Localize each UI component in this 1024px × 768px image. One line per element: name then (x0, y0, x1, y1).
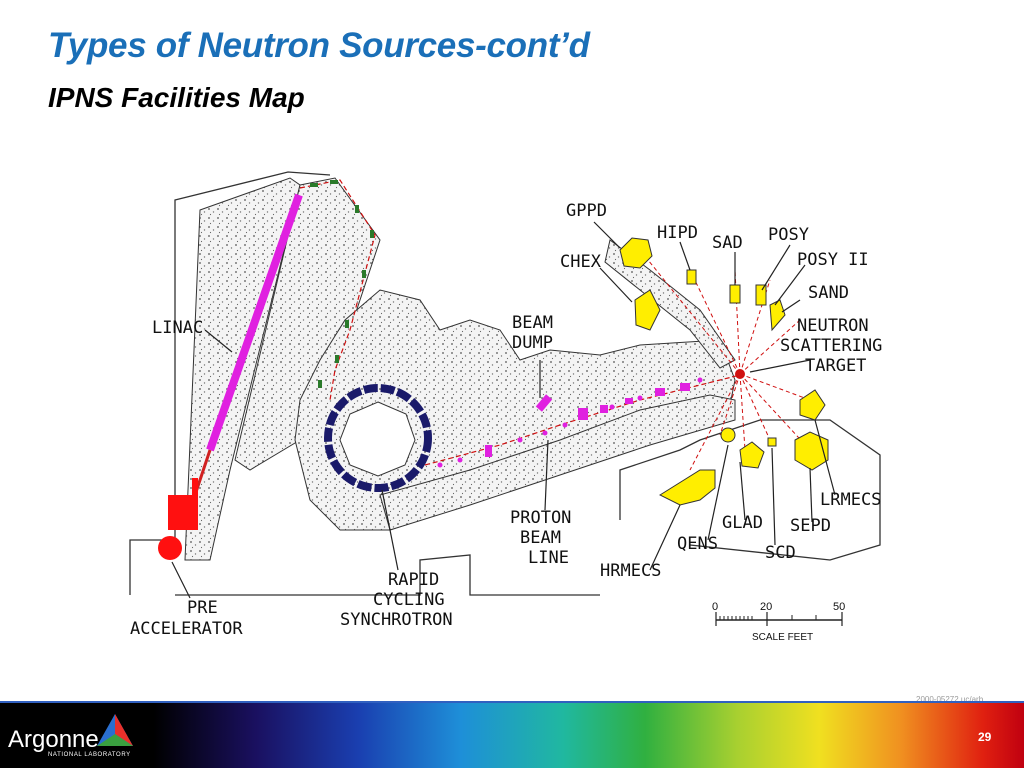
label-accelerator: ACCELERATOR (130, 619, 243, 639)
building-outline (129, 171, 881, 596)
label-proton-2: BEAM (520, 528, 561, 548)
label-cycling: CYCLING (373, 590, 445, 610)
footer-gradient-bar (0, 703, 1024, 768)
rapid-cycling-synchrotron-ring (324, 384, 432, 492)
argonne-logo-subtext: NATIONAL LABORATORY (48, 752, 131, 758)
label-glad: GLAD (722, 513, 763, 533)
footer-top-rule (0, 701, 1024, 704)
proton-beam-line-elements (437, 377, 703, 468)
scale-caption: SCALE FEET (752, 632, 813, 643)
label-synchrotron: SYNCHROTRON (340, 610, 453, 630)
label-pre: PRE (187, 598, 218, 618)
argonne-logo-text: Argonne (8, 726, 99, 753)
slide-subtitle: IPNS Facilities Map (48, 82, 305, 113)
label-chex: CHEX (560, 252, 602, 272)
label-proton-3: LINE (528, 548, 569, 568)
label-proton-1: PROTON (510, 508, 571, 528)
label-rapid: RAPID (388, 570, 439, 590)
ipns-facilities-map: GPPD HIPD SAD POSY POSY II CHEX SAND BEA… (129, 171, 882, 643)
label-beam-dump-2: DUMP (512, 333, 553, 353)
label-beam-dump-1: BEAM (512, 313, 553, 333)
document-code: 2000-05272 uc/arb (916, 695, 984, 704)
scale-tick-50: 50 (833, 601, 845, 613)
transport-magnets (310, 180, 374, 388)
label-sepd: SEPD (790, 516, 831, 536)
slide-title: Types of Neutron Sources-cont’d (48, 26, 590, 65)
scale-tick-20: 20 (760, 601, 772, 613)
label-target: TARGET (805, 356, 866, 376)
label-sand: SAND (808, 283, 849, 303)
map-labels: GPPD HIPD SAD POSY POSY II CHEX SAND BEA… (130, 201, 882, 639)
label-qens: QENS (677, 534, 718, 554)
label-neutron: NEUTRON (797, 316, 869, 336)
argonne-triangle-logo-icon (97, 714, 133, 746)
label-gppd: GPPD (566, 201, 607, 221)
scale-tick-0: 0 (712, 601, 718, 613)
neutron-target (735, 369, 745, 379)
label-hipd: HIPD (657, 223, 698, 243)
central-building (294, 239, 736, 531)
label-linac: LINAC (152, 318, 203, 338)
scale-bar: 0 20 50 SCALE FEET (712, 601, 845, 643)
label-lrmecs: LRMECS (820, 490, 881, 510)
label-hrmecs: HRMECS (600, 561, 661, 581)
label-scd: SCD (765, 543, 796, 563)
label-posy: POSY (768, 225, 809, 245)
page-number: 29 (978, 730, 992, 744)
instruments (619, 237, 829, 506)
label-sad: SAD (712, 233, 743, 253)
label-scattering: SCATTERING (780, 336, 882, 356)
leader-lines (171, 221, 836, 599)
pre-accelerator (158, 478, 198, 560)
target-rays (639, 249, 811, 471)
label-posy2: POSY II (797, 250, 869, 270)
